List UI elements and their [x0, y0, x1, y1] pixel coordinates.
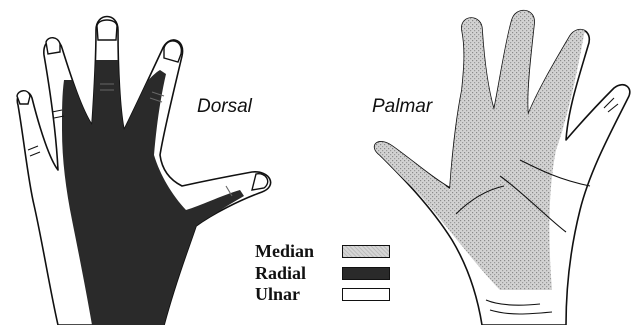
legend: Median Radial Ulnar [255, 241, 390, 306]
legend-swatch-median [342, 245, 390, 258]
ring-nail [46, 38, 60, 54]
dorsal-hand [17, 17, 271, 325]
middle-nail [164, 41, 181, 62]
dorsal-label: Dorsal [197, 96, 252, 118]
legend-item-radial: Radial [255, 263, 390, 285]
palmar-hand [370, 0, 630, 325]
index-nail [97, 20, 117, 40]
legend-item-ulnar: Ulnar [255, 284, 390, 306]
palmar-label: Palmar [372, 96, 432, 118]
legend-label: Ulnar [255, 284, 342, 305]
legend-label: Median [255, 241, 342, 262]
little-nail [17, 91, 30, 104]
legend-label: Radial [255, 263, 342, 284]
legend-swatch-ulnar [342, 288, 390, 301]
legend-item-median: Median [255, 241, 390, 263]
legend-swatch-radial [342, 267, 390, 280]
